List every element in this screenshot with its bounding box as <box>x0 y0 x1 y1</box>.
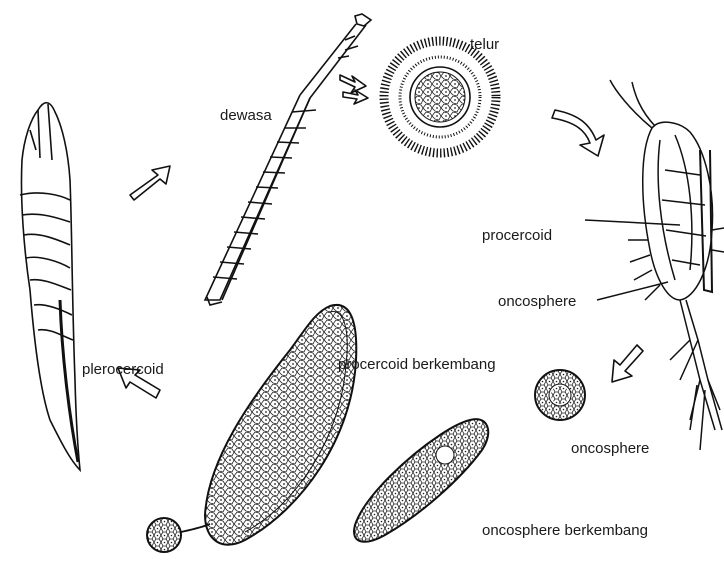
label-telur: telur <box>470 37 499 52</box>
label-procercoid-berkembang: procercoid berkembang <box>338 357 496 372</box>
adult-worm-icon <box>205 14 371 305</box>
oncosphere-icon <box>535 370 585 420</box>
egg-icon <box>384 41 496 153</box>
label-oncosphere-berkembang: oncosphere berkembang <box>482 523 648 538</box>
label-dewasa: dewasa <box>220 108 272 123</box>
developing-oncosphere-icon <box>354 419 488 542</box>
developing-procercoid-icon <box>147 305 356 552</box>
cycle-arrow-icon <box>118 75 643 398</box>
copepod-icon <box>585 80 724 450</box>
label-oncosphere-free: oncosphere <box>571 441 649 456</box>
plerocercoid-icon <box>20 103 80 470</box>
label-oncosphere-copepod: oncosphere <box>498 294 576 309</box>
label-plerocercoid: plerocercoid <box>82 362 164 377</box>
label-procercoid: procercoid <box>482 228 552 243</box>
